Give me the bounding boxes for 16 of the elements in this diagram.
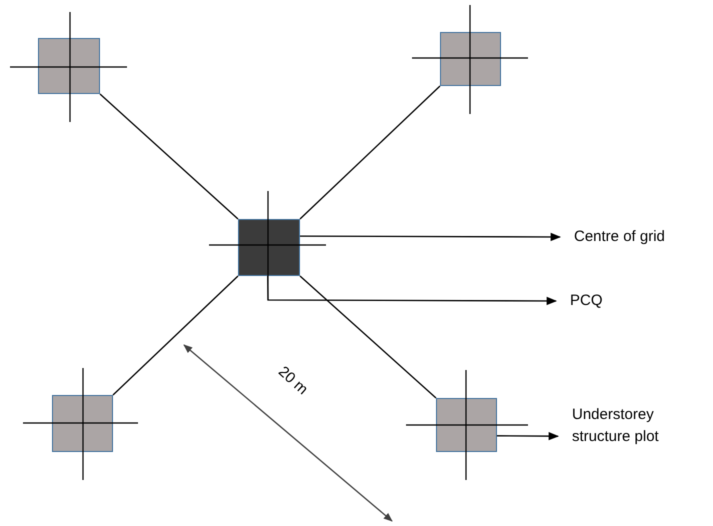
connector-line (112, 276, 238, 396)
dimension-label: 20 m (274, 363, 312, 399)
callout-text: Centre of grid (574, 227, 666, 247)
connector-line (300, 276, 436, 398)
callout-text: PCQ (570, 291, 604, 311)
plot-square (440, 32, 501, 86)
plot-square (52, 395, 113, 452)
arrow (267, 276, 558, 306)
arrow (497, 432, 560, 440)
arrow (300, 232, 562, 242)
connector-line (100, 94, 238, 220)
plot-square (436, 398, 497, 452)
plot-square (38, 38, 100, 94)
connector-line (300, 86, 440, 220)
plot-square (238, 219, 300, 276)
callout-text: Understorey structure plot (572, 405, 660, 447)
